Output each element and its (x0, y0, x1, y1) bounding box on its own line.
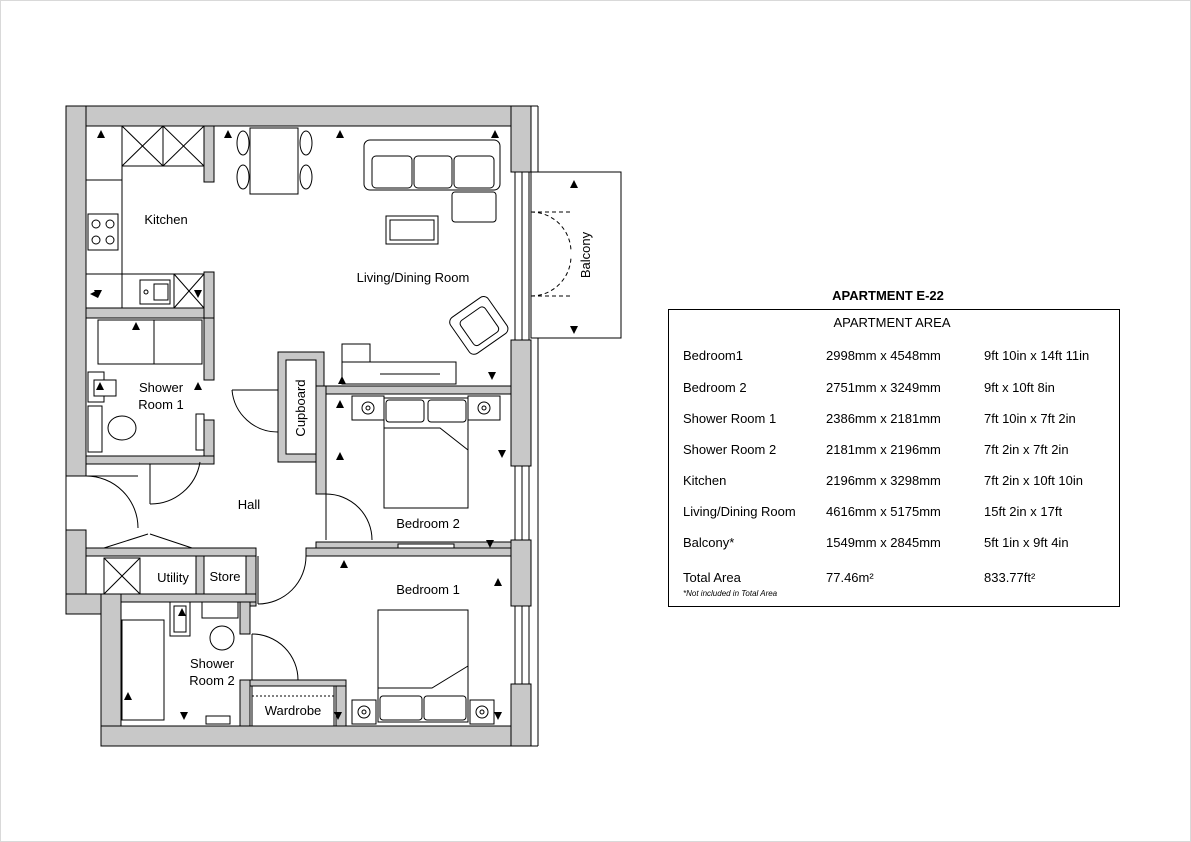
row-imperial: 7ft 2in x 10ft 10in (984, 473, 1084, 488)
label-bedroom2: Bedroom 2 (396, 516, 460, 531)
label-shower1-line2: Room 1 (138, 397, 184, 412)
internal-doors (103, 389, 373, 681)
label-hall: Hall (238, 497, 261, 512)
total-sqm: 77.46m² (826, 570, 874, 585)
label-shower2-line1: Shower (190, 656, 235, 671)
label-shower2-line2: Room 2 (189, 673, 235, 688)
label-store: Store (209, 569, 240, 584)
room-labels: Kitchen Living/Dining Room Balcony Showe… (138, 212, 593, 718)
kitchen-fittings (85, 125, 205, 309)
label-bedroom1: Bedroom 1 (396, 582, 460, 597)
row-imperial: 9ft 10in x 14ft 11in (984, 348, 1090, 363)
label-utility: Utility (157, 570, 189, 585)
label-kitchen: Kitchen (144, 212, 187, 227)
label-cupboard: Cupboard (293, 379, 308, 436)
row-room: Shower Room 2 (683, 442, 777, 457)
entrance-door (65, 475, 139, 530)
schedule-heading: APARTMENT AREA (833, 315, 951, 330)
label-living: Living/Dining Room (357, 270, 470, 285)
total-sqft: 833.77ft² (984, 570, 1036, 585)
row-room: Shower Room 1 (683, 411, 777, 426)
row-metric: 4616mm x 5175mm (826, 504, 941, 519)
row-imperial: 5ft 1in x 9ft 4in (984, 535, 1069, 550)
label-shower1-line1: Shower (139, 380, 184, 395)
label-wardrobe: Wardrobe (265, 703, 322, 718)
row-metric: 2196mm x 3298mm (826, 473, 941, 488)
row-metric: 2181mm x 2196mm (826, 442, 941, 457)
row-metric: 2751mm x 3249mm (826, 380, 941, 395)
row-imperial: 15ft 2in x 17ft (984, 504, 1063, 519)
row-room: Bedroom 2 (683, 380, 747, 395)
schedule-row: Bedroom 2 2751mm x 3249mm 9ft x 10ft 8in (669, 380, 1119, 400)
schedule-row: Living/Dining Room 4616mm x 5175mm 15ft … (669, 504, 1119, 524)
row-metric: 2998mm x 4548mm (826, 348, 941, 363)
row-room: Kitchen (683, 473, 727, 488)
shower2-fittings (121, 619, 231, 725)
living-furniture (236, 127, 509, 385)
row-room: Balcony* (683, 535, 735, 550)
schedule-row: Shower Room 1 2386mm x 2181mm 7ft 10in x… (669, 411, 1119, 431)
bedroom2-furniture (351, 395, 501, 549)
row-imperial: 7ft 2in x 7ft 2in (984, 442, 1069, 457)
balcony-outline (530, 171, 622, 339)
row-metric: 2386mm x 2181mm (826, 411, 941, 426)
shower1-fittings (87, 319, 205, 453)
schedule-row: Bedroom1 2998mm x 4548mm 9ft 10in x 14ft… (669, 348, 1119, 368)
area-schedule: APARTMENT AREA Bedroom1 2998mm x 4548mm … (668, 309, 1120, 607)
utility-fittings (103, 557, 239, 651)
schedule-title: APARTMENT E-22 (832, 288, 944, 303)
schedule-row: Balcony* 1549mm x 2845mm 5ft 1in x 9ft 4… (669, 535, 1119, 555)
total-label: Total Area (683, 570, 741, 585)
bedroom1-furniture (251, 609, 495, 727)
footnote: *Not included in Total Area (683, 589, 778, 598)
row-room: Bedroom1 (683, 348, 743, 363)
schedule-row: Kitchen 2196mm x 3298mm 7ft 2in x 10ft 1… (669, 473, 1119, 493)
row-metric: 1549mm x 2845mm (826, 535, 941, 550)
row-imperial: 7ft 10in x 7ft 2in (984, 411, 1076, 426)
label-balcony: Balcony (578, 231, 593, 278)
windows (514, 171, 530, 685)
schedule-row: Shower Room 2 2181mm x 2196mm 7ft 2in x … (669, 442, 1119, 462)
outer-walls (65, 105, 532, 747)
direction-markers (90, 130, 578, 720)
row-room: Living/Dining Room (683, 504, 796, 519)
row-imperial: 9ft x 10ft 8in (984, 380, 1055, 395)
